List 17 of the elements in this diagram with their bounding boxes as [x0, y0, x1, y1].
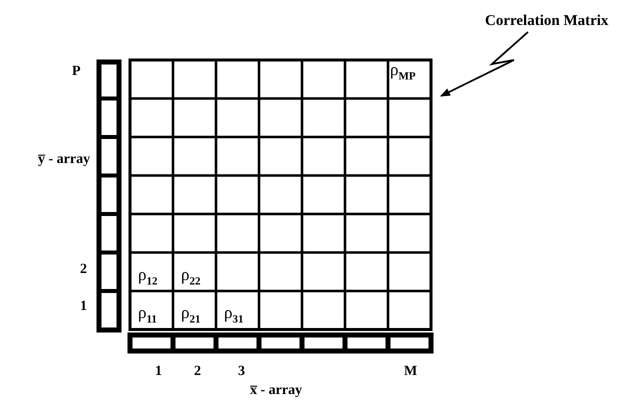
matrix-entry: ρ$_{22}$ — [181, 266, 200, 289]
matrix-entry: ρ$_{31}$ — [224, 305, 244, 328]
axis-label: 1 — [80, 299, 87, 315]
matrix-entry: ρ$_{21}$ — [181, 305, 200, 328]
axis-label: 2 — [80, 262, 87, 278]
axis-label: y̅ - array — [38, 152, 90, 168]
axis-label: P — [72, 64, 81, 80]
matrix-entry: ρ$_{11}$ — [138, 305, 157, 328]
axis-label: 2 — [194, 364, 201, 380]
matrix-entry: ρ$_{12}$ — [138, 266, 158, 289]
axis-label: M — [404, 364, 418, 380]
axis-label: 3 — [238, 364, 245, 380]
matrix-title: Correlation Matrix — [485, 13, 608, 29]
axis-label: 1 — [155, 364, 162, 380]
matrix-entry: ρ$_{MP}$ — [390, 62, 416, 84]
arrow — [440, 31, 529, 97]
axis-label: x̅ - array — [250, 383, 302, 399]
